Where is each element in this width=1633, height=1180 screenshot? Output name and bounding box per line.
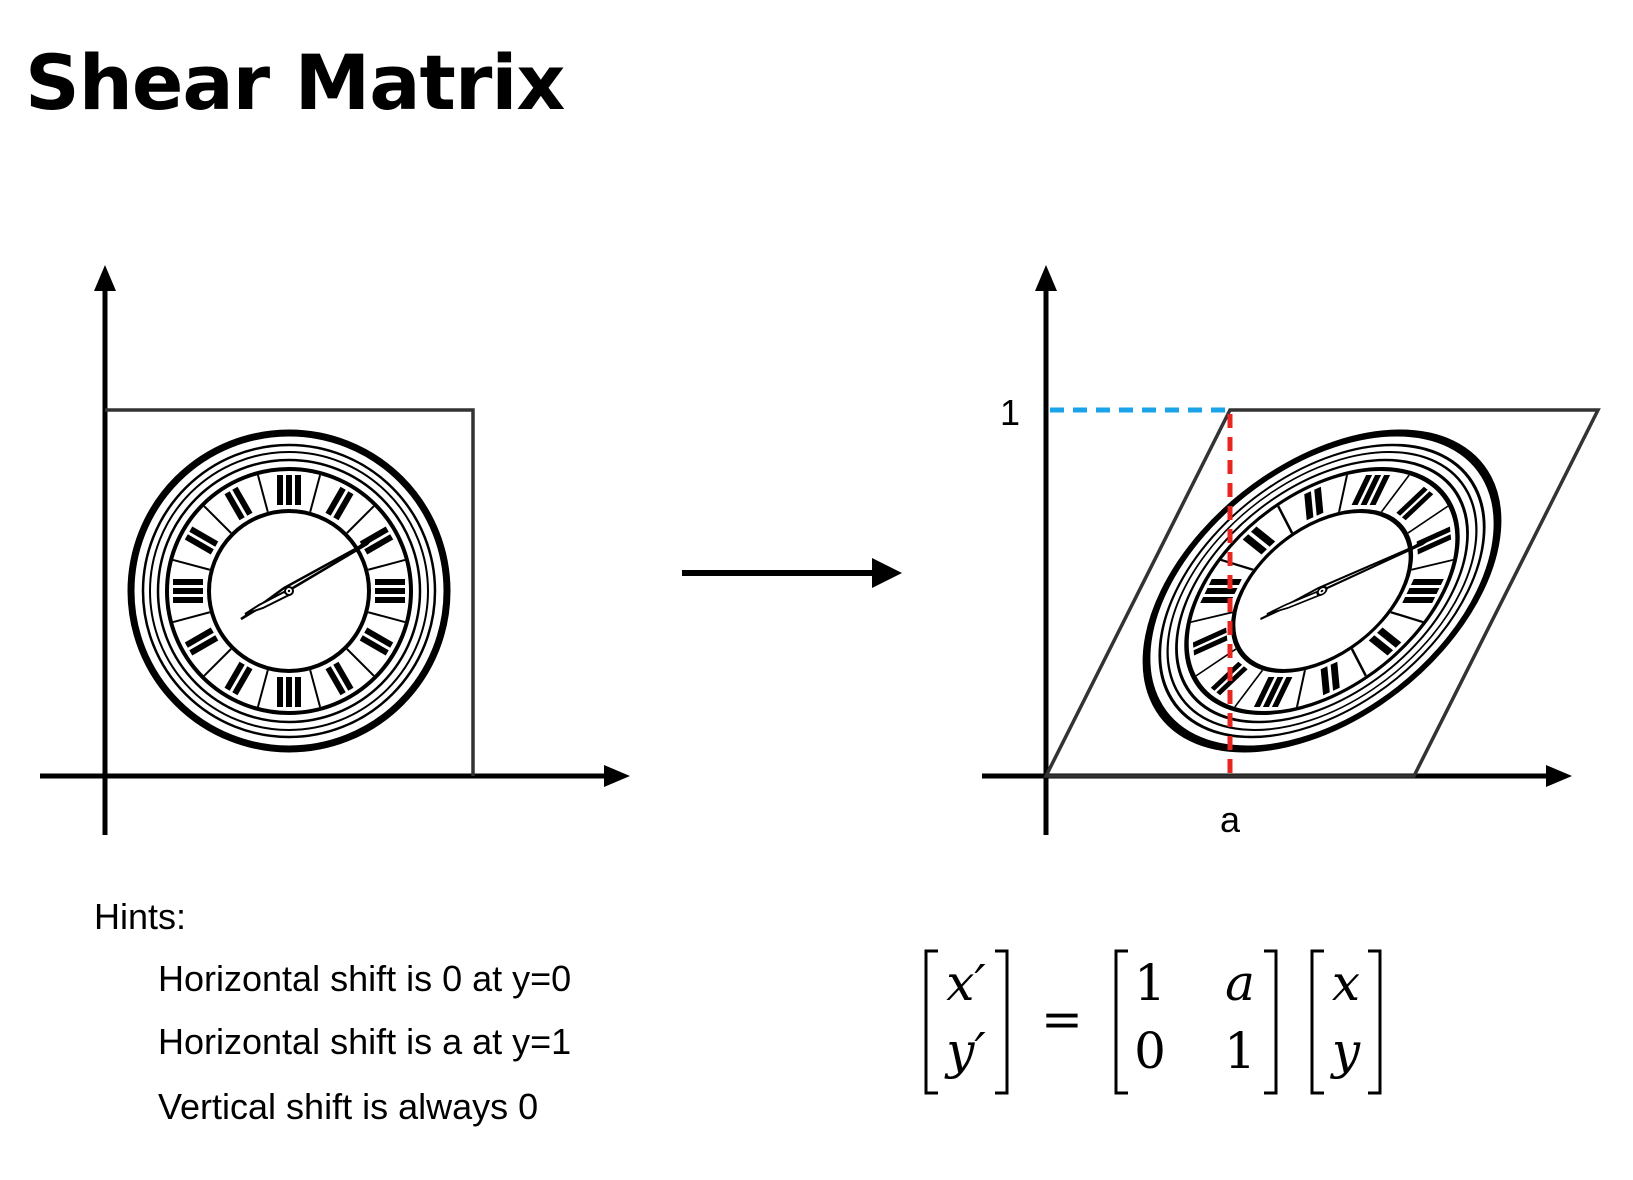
- lhs-entry-y-prime: y′: [944, 1022, 986, 1080]
- original-clock: [131, 433, 447, 749]
- matrix-bracket-right: [1264, 949, 1278, 1095]
- matrix-bracket-left: [1114, 949, 1128, 1095]
- label-one: 1: [1000, 392, 1020, 433]
- hint-item: Vertical shift is always 0: [158, 1086, 539, 1127]
- sheared-clock: [1088, 433, 1557, 749]
- matrix-entry-2-1: 0: [1134, 1022, 1166, 1080]
- sheared-plot: 1 a: [982, 265, 1601, 840]
- lhs-entry-x-prime: x′: [946, 954, 986, 1012]
- matrix-entry-1-2: a: [1225, 954, 1255, 1012]
- matrix-entry-2-2: 1: [1224, 1022, 1256, 1080]
- original-plot: [40, 265, 630, 835]
- shear-equation: x′ y′ = 1 a 0 1 x y: [924, 949, 1382, 1095]
- transform-arrow: [682, 558, 902, 588]
- unit-square-frame: [105, 408, 475, 776]
- sheared-parallelogram-frame: [1043, 408, 1601, 778]
- label-a: a: [1220, 799, 1241, 840]
- rhs-bracket-left: [1310, 949, 1324, 1095]
- page-title: Shear Matrix: [25, 38, 565, 127]
- rhs-entry-y: y: [1330, 1022, 1361, 1080]
- rhs-bracket-right: [1368, 949, 1382, 1095]
- lhs-bracket-left: [924, 949, 938, 1095]
- hint-item: Horizontal shift is 0 at y=0: [158, 958, 572, 999]
- hints-heading: Hints:: [94, 896, 187, 937]
- left-x-axis-arrowhead: [604, 765, 630, 787]
- left-y-axis-arrowhead: [94, 265, 116, 291]
- equals-sign: =: [1041, 990, 1083, 1048]
- rhs-entry-x: x: [1332, 954, 1360, 1012]
- matrix-entry-1-1: 1: [1134, 954, 1166, 1012]
- hint-item: Horizontal shift is a at y=1: [158, 1021, 572, 1062]
- right-x-axis-arrowhead: [1546, 765, 1572, 787]
- lhs-bracket-right: [995, 949, 1009, 1095]
- right-y-axis-arrowhead: [1035, 265, 1057, 291]
